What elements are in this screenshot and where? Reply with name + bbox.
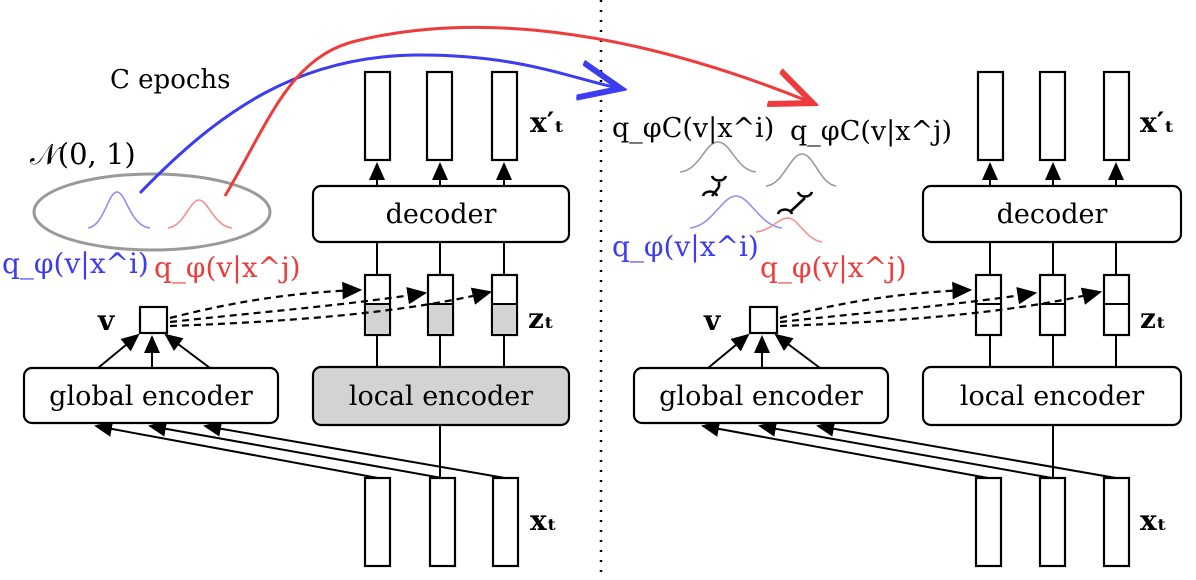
left-v-box bbox=[138, 305, 169, 335]
left-red-gaussian bbox=[167, 199, 233, 229]
right-global-encoder-label: global encoder bbox=[659, 381, 863, 412]
right-blue-gaussian bbox=[689, 195, 783, 229]
right-input-boxes bbox=[974, 476, 1131, 568]
right-xt-prime-label: x′ₜ bbox=[1140, 106, 1174, 139]
right-gray-gaussian-i bbox=[679, 141, 757, 173]
left-decoder-label: decoder bbox=[386, 199, 497, 230]
left-z-boxes bbox=[363, 273, 519, 337]
right-qC-i-label: q_φC(v|x^i) bbox=[612, 113, 774, 144]
left-v-label: v bbox=[97, 304, 115, 337]
prior-ellipse bbox=[32, 172, 272, 252]
right-qC-j-label: q_φC(v|x^j) bbox=[790, 116, 952, 147]
right-xt-label: xₜ bbox=[1140, 504, 1167, 537]
right-local-encoder-label: local encoder bbox=[960, 381, 1144, 412]
left-xt-label: xₜ bbox=[530, 504, 557, 537]
blue-transfer-arrow bbox=[138, 53, 618, 195]
right-gray-gaussian-j bbox=[765, 153, 837, 187]
right-q-i-label: q_φ(v|x^i) bbox=[612, 230, 759, 263]
left-output-boxes bbox=[363, 70, 519, 186]
spring-connector-j bbox=[776, 191, 814, 215]
right-decoder-label: decoder bbox=[997, 199, 1108, 230]
left-panel: x′ₜ decoder zₜ local encoder bbox=[2, 25, 810, 568]
right-zt-label: zₜ bbox=[1140, 302, 1166, 335]
left-q-i-label: q_φ(v|x^i) bbox=[2, 247, 149, 280]
right-v-box bbox=[748, 305, 779, 335]
right-z-boxes bbox=[974, 273, 1131, 337]
normal-prior-label: 𝒩(0, 1) bbox=[30, 137, 136, 171]
right-panel: x′ₜ decoder zₜ local encoder xₜ bbox=[612, 70, 1183, 568]
left-blue-gaussian bbox=[87, 191, 151, 229]
right-red-gaussian bbox=[755, 217, 823, 243]
right-v-label: v bbox=[703, 304, 721, 337]
epochs-label: C epochs bbox=[110, 65, 231, 95]
left-q-j-label: q_φ(v|x^j) bbox=[154, 251, 301, 284]
red-transfer-arrow bbox=[223, 25, 810, 197]
left-global-encoder-label: global encoder bbox=[49, 381, 253, 412]
left-local-encoder-label: local encoder bbox=[349, 381, 533, 412]
left-input-boxes bbox=[363, 476, 520, 568]
left-xt-prime-label: x′ₜ bbox=[530, 106, 564, 139]
right-output-boxes bbox=[976, 70, 1131, 186]
left-zt-label: zₜ bbox=[528, 302, 554, 335]
spring-connector-i bbox=[701, 175, 728, 197]
right-q-j-label: q_φ(v|x^j) bbox=[760, 251, 907, 284]
